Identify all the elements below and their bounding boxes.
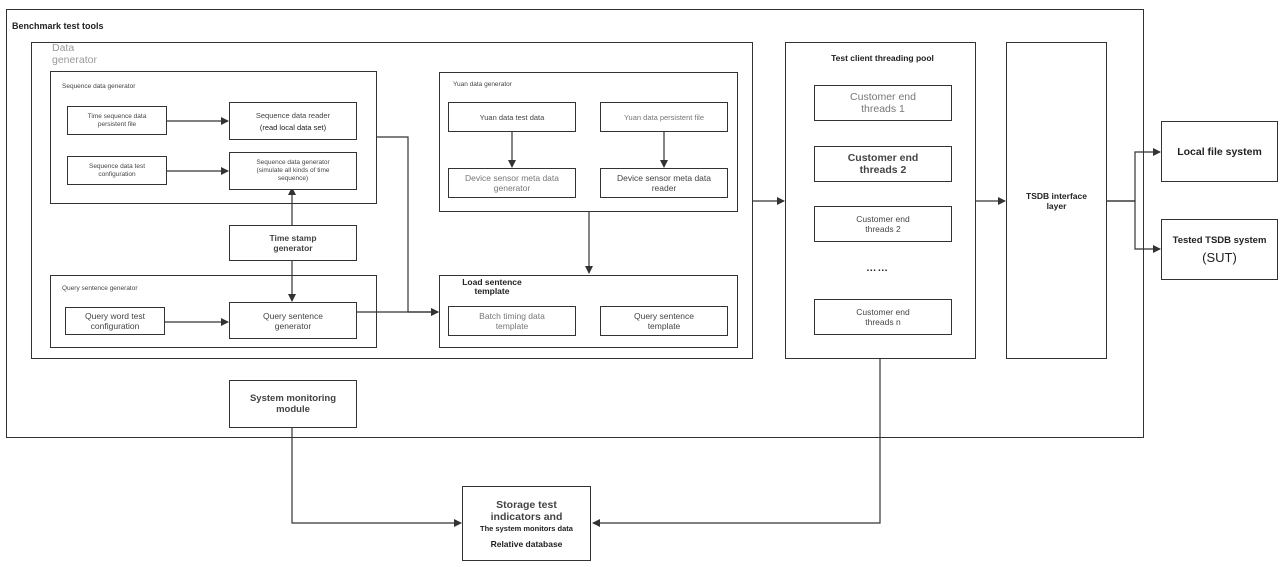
thread-label-3: Customer end threads 2 <box>856 214 910 234</box>
yuan-test-data-label: Yuan data test data <box>479 112 545 122</box>
storage-line1: Storage test indicators and <box>490 498 563 523</box>
query-generator-box: Query sentence generator <box>229 302 357 339</box>
yuan-group-title: Yuan data generator <box>453 81 512 88</box>
thread-label-2: Customer end threads 2 <box>847 152 919 176</box>
local-file-system-box: Local file system <box>1161 121 1278 182</box>
device-meta-generator-label: Device sensor meta data generator <box>464 173 560 193</box>
sequence-test-config-box: Sequence data test configuration <box>67 156 167 185</box>
tsdb-interface-box: TSDB interface layer <box>1006 42 1107 359</box>
data-generator-label: Data generator <box>52 42 97 66</box>
sequence-reader-line2: (read local data set) <box>259 122 327 132</box>
query-generator-label: Query sentence generator <box>262 310 323 331</box>
yuan-group-frame <box>439 72 738 212</box>
batch-template-box: Batch timing data template <box>448 306 576 336</box>
tested-tsdb-line2: (SUT) <box>1202 250 1237 265</box>
system-monitoring-label: System monitoring module <box>249 393 337 415</box>
thread-box-3: Customer end threads 2 <box>814 206 952 242</box>
thread-label-1: Customer end threads 1 <box>850 91 916 115</box>
data-generator-frame <box>31 42 753 359</box>
tested-tsdb-line1: Tested TSDB system <box>1172 235 1267 246</box>
sequence-group-title: Sequence data generator <box>62 83 136 90</box>
sequence-test-config-label: Sequence data test configuration <box>88 162 145 178</box>
tsdb-interface-label: TSDB interface layer <box>1026 190 1087 211</box>
storage-line3: Relative database <box>490 538 563 549</box>
yuan-test-data-box: Yuan data test data <box>448 102 576 132</box>
query-group-title: Query sentence generator <box>62 285 138 292</box>
timestamp-generator-label: Time stamp generator <box>269 233 317 253</box>
query-word-config-box: Query word test configuration <box>65 307 165 335</box>
yuan-persistent-file-box: Yuan data persistent file <box>600 102 728 132</box>
device-meta-generator-box: Device sensor meta data generator <box>448 168 576 198</box>
load-group-frame <box>439 275 738 348</box>
benchmark-tools-frame <box>6 9 1144 438</box>
system-monitoring-box: System monitoring module <box>229 380 357 428</box>
storage-database-box: Storage test indicators and The system m… <box>462 486 591 561</box>
sequence-generator-box: Sequence data generator (simulate all ki… <box>229 152 357 190</box>
tested-tsdb-box: Tested TSDB system (SUT) <box>1161 219 1278 280</box>
device-meta-reader-box: Device sensor meta data reader <box>600 168 728 198</box>
timestamp-generator-box: Time stamp generator <box>229 225 357 261</box>
query-group-frame <box>50 275 377 348</box>
sequence-persistent-file-label: Time sequence data persistent file <box>87 112 147 128</box>
storage-line2: The system monitors data <box>480 523 573 533</box>
sequence-group-frame <box>50 71 377 204</box>
load-group-title: Load sentence template <box>462 277 522 296</box>
sequence-generator-line1: Sequence data generator <box>256 159 330 166</box>
thread-box-n: Customer end threads n <box>814 299 952 335</box>
arrow-monitor-to-storage <box>291 428 462 527</box>
benchmark-tools-title: Benchmark test tools <box>12 21 104 31</box>
local-file-system-label: Local file system <box>1177 145 1262 158</box>
batch-template-label: Batch timing data template <box>479 311 545 331</box>
query-word-config-label: Query word test configuration <box>85 311 145 331</box>
query-template-label: Query sentence template <box>633 311 694 331</box>
sequence-generator-line2: (simulate all kinds of time sequence) <box>256 167 330 182</box>
sequence-reader-line1: Sequence data reader <box>255 110 331 120</box>
thread-ellipsis: …… <box>866 262 889 274</box>
sequence-persistent-file-box: Time sequence data persistent file <box>67 106 167 135</box>
thread-label-n: Customer end threads n <box>856 307 910 327</box>
query-template-box: Query sentence template <box>600 306 728 336</box>
thread-pool-frame <box>785 42 976 359</box>
thread-box-2: Customer end threads 2 <box>814 146 952 182</box>
yuan-persistent-file-label: Yuan data persistent file <box>623 112 705 122</box>
thread-box-1: Customer end threads 1 <box>814 85 952 121</box>
thread-pool-title: Test client threading pool <box>831 53 934 63</box>
device-meta-reader-label: Device sensor meta data reader <box>616 173 712 193</box>
sequence-reader-box: Sequence data reader (read local data se… <box>229 102 357 140</box>
